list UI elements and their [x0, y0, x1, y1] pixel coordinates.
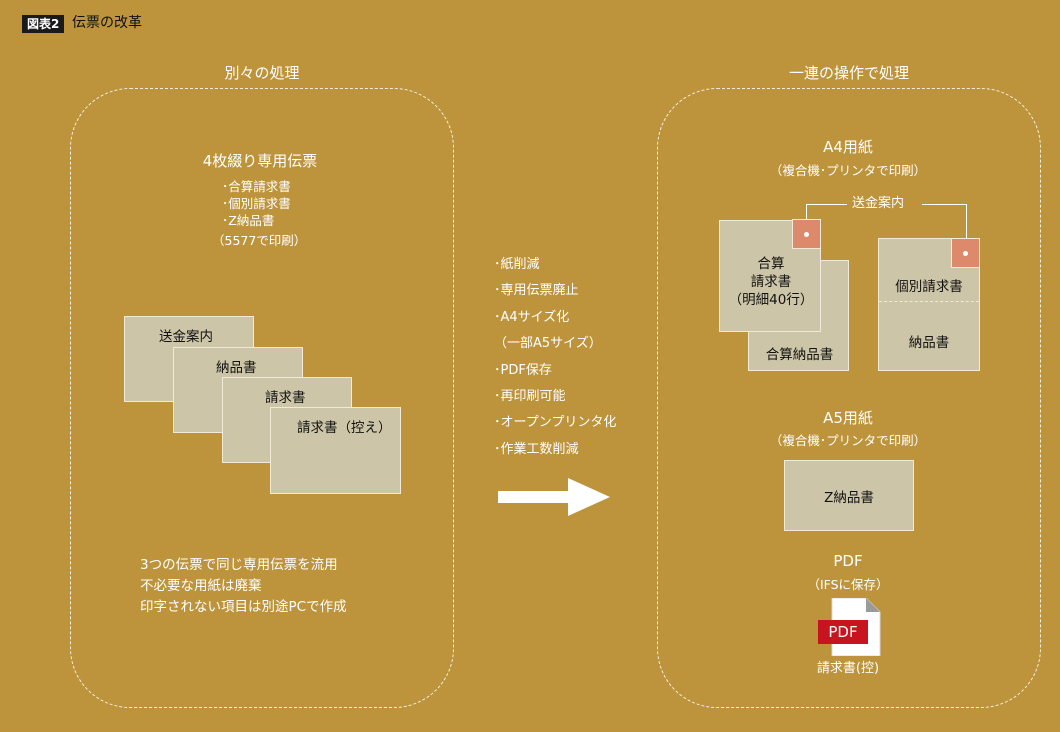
- note-line: 印字されない項目は別途PCで作成: [140, 599, 347, 615]
- form-item: ･個別請求書: [222, 196, 291, 211]
- improvement-item: ･紙削減: [494, 257, 540, 272]
- left-panel: [70, 88, 454, 708]
- perforation-line: [879, 301, 979, 302]
- note-line: 3つの伝票で同じ専用伝票を流用: [140, 557, 338, 573]
- a5-subtitle: （複合機･プリンタで印刷）: [769, 433, 927, 448]
- improvement-item: ･専用伝票廃止: [494, 283, 579, 299]
- improvement-item: ･オープンプリンタ化: [494, 415, 617, 431]
- right-panel: [657, 88, 1041, 708]
- improvement-item: ･PDF保存: [494, 362, 552, 378]
- improvement-item: ･A4サイズ化: [494, 309, 570, 325]
- sheet-label-line: 合算: [757, 256, 785, 272]
- a5-title: A5用紙: [823, 409, 873, 427]
- sheet-label: Z納品書: [824, 490, 874, 506]
- sheet-invoice-copy: 請求書（控え）: [270, 407, 401, 494]
- right-heading: 一連の操作で処理: [788, 64, 909, 82]
- sheet-label: 合算納品書: [765, 347, 834, 363]
- improvement-item: ･再印刷可能: [494, 389, 566, 405]
- form-item-list: ･合算請求書 ･個別請求書 ･Z納品書: [222, 178, 291, 229]
- sheet-label-line: （明細40行）: [728, 292, 814, 308]
- callout-label: 送金案内: [852, 196, 905, 211]
- sheet-label: 納品書: [908, 335, 950, 351]
- sheet-label-line: 請求書: [750, 274, 792, 290]
- sheet-label: 合算 請求書 （明細40行）: [720, 255, 822, 309]
- figure-title: 伝票の改革: [72, 15, 142, 31]
- pdf-title: PDF: [833, 552, 863, 570]
- left-heading: 別々の処理: [224, 64, 300, 82]
- sheet-label: 納品書: [216, 360, 257, 376]
- form-print-note: （5577で印刷）: [212, 233, 307, 248]
- a4-subtitle: （複合機･プリンタで印刷）: [769, 163, 927, 178]
- improvement-item: ･作業工数削減: [494, 441, 579, 457]
- left-notes: 3つの伝票で同じ専用伝票を流用 不必要な用紙は廃棄 印字されない項目は別途PCで…: [140, 555, 347, 618]
- form-item: ･Z納品書: [222, 213, 275, 228]
- pdf-badge: PDF: [818, 620, 868, 644]
- pdf-caption: 請求書(控): [816, 661, 880, 676]
- callout-bracket-right: [922, 204, 967, 251]
- sheet-z-delivery: Z納品書: [784, 460, 914, 531]
- sheet-label: 送金案内: [159, 329, 213, 345]
- form-title: 4枚綴り専用伝票: [202, 152, 318, 170]
- a4-title: A4用紙: [823, 138, 873, 156]
- sheet-label: 請求書: [265, 390, 306, 406]
- improvement-item: （一部A5サイズ）: [494, 336, 602, 352]
- sheet-label: 請求書（控え）: [297, 420, 392, 436]
- right-arrow-icon: [498, 478, 610, 516]
- note-line: 不必要な用紙は廃棄: [140, 578, 262, 594]
- callout-dot: [804, 232, 809, 237]
- pdf-subtitle: （IFSに保存）: [807, 577, 889, 592]
- form-item: ･合算請求書: [222, 179, 291, 194]
- improvement-list: ･紙削減 ･専用伝票廃止 ･A4サイズ化 （一部A5サイズ） ･PDF保存 ･再…: [494, 252, 616, 463]
- figure-tag: 図表2: [22, 15, 65, 33]
- callout-dot: [963, 251, 968, 256]
- sheet-label: 個別請求書: [895, 279, 963, 295]
